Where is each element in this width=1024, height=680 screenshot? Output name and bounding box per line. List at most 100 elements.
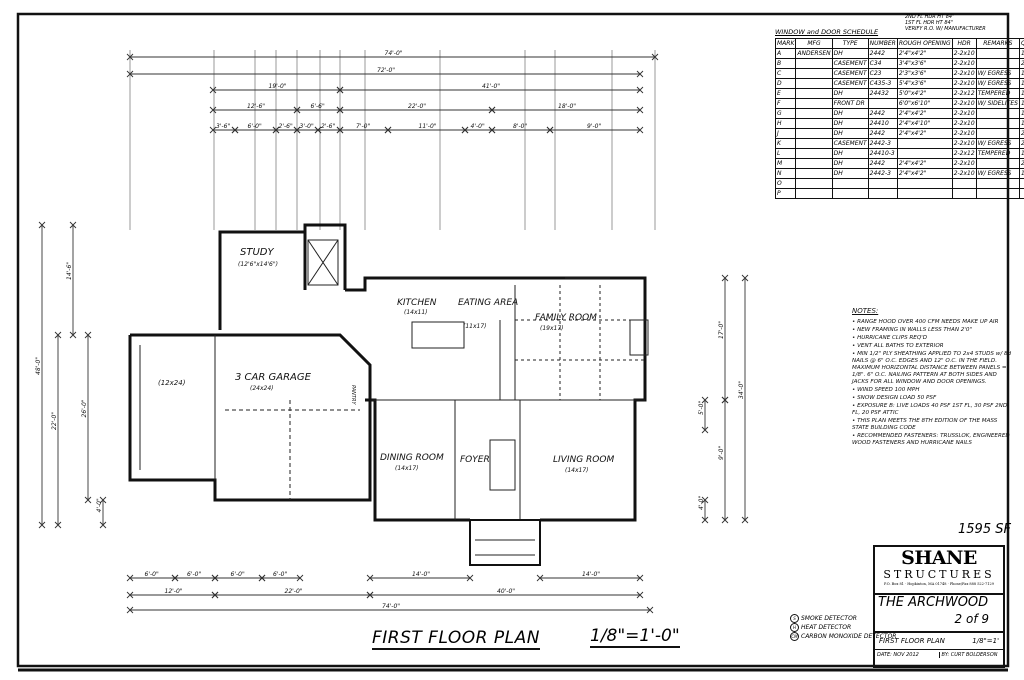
dimension-label: 48'-0" [35,357,42,375]
schedule-cell: 2'4"x4'2" [896,168,953,179]
dimension-label: 74'-0" [382,603,400,610]
dimension-tick [38,221,46,229]
dimension-label: 14'-0" [412,571,430,578]
dimension-tick [701,396,709,404]
dimension-tick [721,274,729,282]
dimension-label: 6'-0" [248,123,262,130]
schedule-cell: 2-2x10 [951,68,977,79]
schedule-cell: 2-2x12 [951,88,977,99]
schedule-cell: 24432 [867,88,898,99]
dimension-label: 11'-0" [419,123,437,130]
dimension-tick [488,106,496,114]
dimension-tick [336,106,344,114]
schedule-cell: B [774,58,797,69]
schedule-column-header: MARK [774,38,797,49]
dimension-label: 2'-6" [279,123,293,130]
schedule-cell: G [774,108,797,119]
dimension-tick [126,70,134,78]
schedule-cell [795,68,833,79]
schedule-cell [896,138,953,149]
dimension-tick [209,86,217,94]
square-footage: 1595 SF [958,522,1011,537]
schedule-cell: CASEMENT [831,58,869,69]
room-family-room-size: (19x17) [540,325,564,332]
schedule-cell: 1 [1018,148,1024,159]
schedule-cell: 2'3"x3'6" [896,68,953,79]
dimension-tick [366,591,374,599]
room-labels: STUDY (12'6"x14'6") KITCHEN (14x11) EATI… [158,247,614,474]
dimension-tick [646,606,654,614]
schedule-cell [831,178,869,189]
dimension-tick [272,126,280,134]
dimension-tick [636,126,644,134]
project-name: THE ARCHWOOD [878,595,989,610]
dimension-tick [636,70,644,78]
dimension-tick [366,574,374,582]
schedule-cell: D [774,78,797,89]
notes-panel: NOTES: • RANGE HOOD OVER 400 CFM NEEDS M… [852,308,1012,448]
schedule-cell: C23 [867,68,898,79]
dimension-tick [721,516,729,524]
schedule-cell: 3'4"x3'6" [896,58,953,69]
schedule-cell: DH [831,48,869,59]
note-item: • MIN 1/2" PLY SHEATHING APPLIED TO 2x4 … [852,351,1012,385]
schedule-cell [795,128,833,139]
schedule-cell: E [774,88,797,99]
note-item: • EXPOSURE B: LIVE LOADS 40 PSF 1ST FL, … [852,403,1008,416]
schedule-cell [896,188,953,199]
schedule-cell: CASEMENT [831,78,869,89]
schedule-column-header: ROUGH OPENING [896,38,953,49]
schedule-cell: 2-2x10 [951,48,977,59]
dimension-tick [336,86,344,94]
room-study: STUDY [240,247,274,258]
room-dining-room-size: (14x17) [395,465,419,472]
schedule-cell [795,148,833,159]
dimension-tick [741,274,749,282]
dimension-tick [69,221,77,229]
schedule-cell: DH [831,158,869,169]
schedule-cell [795,118,833,129]
dimension-tick [211,591,219,599]
schedule-column-header: NUMBER [867,38,898,49]
schedule-cell: 24410-3 [867,148,898,159]
schedule-cell: 2-2x10 [951,58,977,69]
schedule-cell: 2442 [867,108,898,119]
room-kitchen-size: (14x11) [404,309,428,316]
dimension-tick [636,86,644,94]
company-address: P.O. Box 81 · Hopkinton, MA 01748 · Phon… [884,582,994,586]
schedule-column-header: REMARKS [975,38,1020,49]
schedule-header-note: 2ND FL HDR HT 84" 1ST FL HDR HT 84" VERI… [905,14,986,32]
schedule-note-line: 1ST FL HDR HT 84" [905,20,953,26]
dimension-label: 22'-0" [408,103,426,110]
schedule-cell: 2-2x10 [951,98,977,109]
schedule-cell [795,98,833,109]
dimension-tick [211,574,219,582]
schedule-title: WINDOW and DOOR SCHEDULE [775,28,879,36]
schedule-cell: C [774,68,797,79]
dimension-tick [126,53,134,61]
detector-symbol-icon: CM [790,632,799,641]
dimension-label: 7'-0" [356,123,370,130]
schedule-cell: 17 [1018,48,1024,59]
schedule-cell [975,48,1020,59]
schedule-cell [951,188,977,199]
schedule-row: P [774,188,1024,199]
dimension-label: 12'-6" [247,103,265,110]
schedule-cell [867,188,898,199]
room-living-room: LIVING ROOM [553,455,614,465]
schedule-column-header: QTY [1018,38,1024,49]
dimension-label: 5'-0" [698,401,705,415]
room-eating-area-size: (11x17) [463,323,487,330]
schedule-cell [795,78,833,89]
dimension-label: 34'-0" [738,381,745,399]
dimension-tick [209,126,217,134]
schedule-cell: K [774,138,797,149]
dimension-tick [69,331,77,339]
dimension-tick [209,106,217,114]
